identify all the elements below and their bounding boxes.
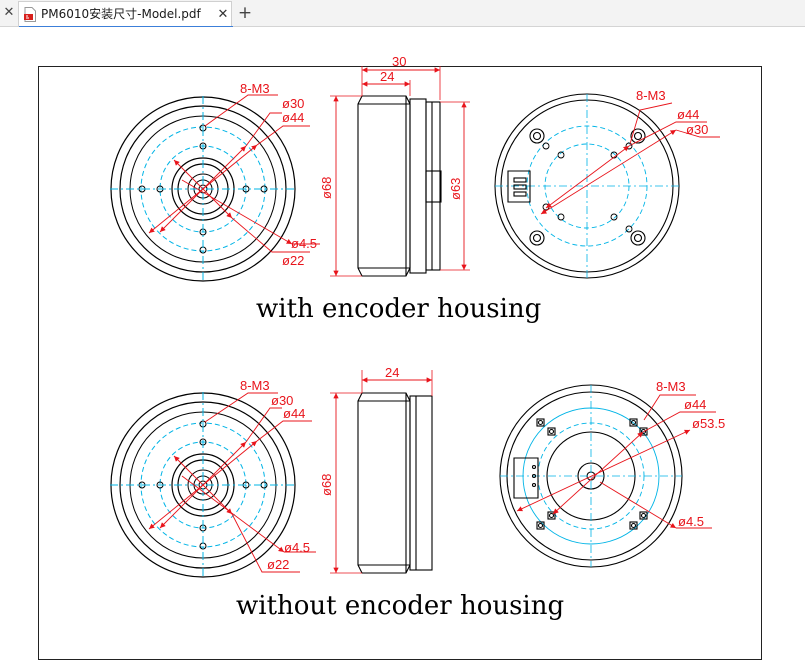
bottom-front-labels: 8-M3 ø30 ø44 ø4.5 ø22 [240,378,310,572]
tab-bar: ✕ PM6010安装尺寸-Model.pdf ✕ + [0,0,805,28]
pdf-file-icon [24,7,36,22]
new-tab-icon[interactable]: + [237,3,253,23]
label-8-m3: 8-M3 [240,378,270,393]
label-d44: ø44 [677,107,699,122]
label-8-m3: 8-M3 [240,81,270,96]
label-d44: ø44 [282,110,304,125]
label-d63: ø63 [448,178,463,200]
caption-with-encoder-housing: with encoder housing [256,294,542,324]
bottom-front-dimensions [148,392,316,573]
label-d30: ø30 [686,122,708,137]
label-d44: ø44 [283,406,305,421]
bottom-side-view [330,370,433,574]
document-tab[interactable]: PM6010安装尺寸-Model.pdf ✕ [18,1,233,28]
top-back-dimensions [540,102,720,215]
label-d4-5: ø4.5 [284,540,310,555]
label-d30: ø30 [271,393,293,408]
label-d4-5: ø4.5 [291,236,317,251]
label-d22: ø22 [267,557,289,572]
label-d30: ø30 [282,96,304,111]
label-8-m3: 8-M3 [636,88,666,103]
top-side-dimensions [333,67,467,276]
label-d4-5: ø4.5 [678,514,704,529]
encoder-connector-icon [507,170,531,203]
label-width-30: 30 [392,54,406,69]
label-width-24: 24 [385,365,399,380]
label-d44: ø44 [684,397,706,412]
bottom-back-labels: 8-M3 ø44 ø53.5 ø4.5 [656,379,725,529]
close-all-icon[interactable]: ✕ [3,5,15,20]
label-d68: ø68 [319,177,334,199]
top-front-labels: 8-M3 ø30 ø44 ø4.5 ø22 [240,81,317,268]
label-d53-5: ø53.5 [692,416,725,431]
label-8-m3: 8-M3 [656,379,686,394]
top-side-labels: 30 24 ø68 ø63 [319,54,463,200]
caption-without-encoder-housing: without encoder housing [236,591,565,621]
top-front-dimensions [148,94,320,253]
label-width-24: 24 [380,69,394,84]
top-side-view [330,66,470,277]
top-back-labels: 8-M3 ø44 ø30 [636,88,708,137]
bottom-back-dimensions [516,394,716,529]
bottom-side-dimensions [333,377,432,573]
label-d68: ø68 [319,474,334,496]
label-d22: ø22 [282,253,304,268]
tab-title: PM6010安装尺寸-Model.pdf [41,7,201,21]
tab-close-icon[interactable]: ✕ [217,7,229,22]
top-back-view [494,93,680,280]
bottom-side-labels: 24 ø68 [319,365,399,496]
